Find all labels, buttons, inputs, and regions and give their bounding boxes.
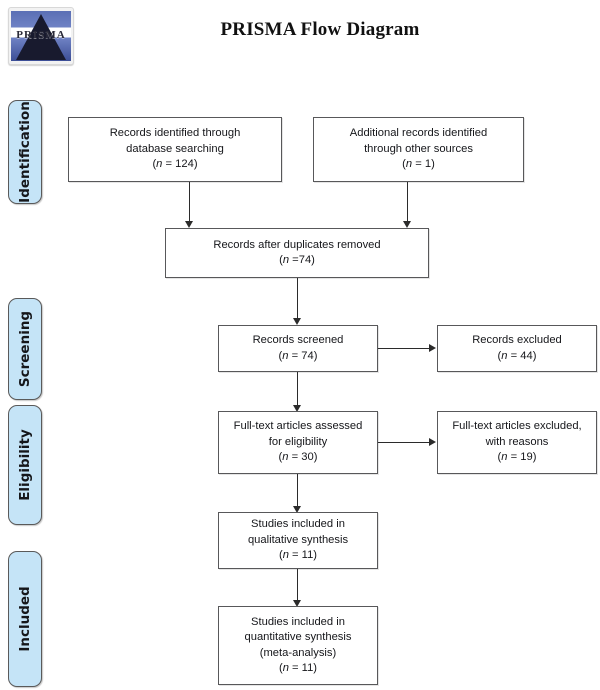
stage-pill-included: Included bbox=[8, 551, 42, 687]
arrowhead-screened-to-excluded bbox=[429, 344, 436, 352]
box-count: (n = 124) bbox=[152, 158, 198, 171]
stage-label-screening: Screening bbox=[17, 310, 33, 388]
box-fulltext-articles-excluded: Full-text articles excluded, with reason… bbox=[437, 411, 597, 474]
arrowhead-screened-to-fulltext bbox=[293, 405, 301, 412]
box-line-1: Studies included in bbox=[251, 615, 345, 628]
box-line-2: through other sources bbox=[364, 142, 473, 155]
box-line-2: quantitative synthesis bbox=[244, 631, 352, 643]
page-title: PRISMA Flow Diagram bbox=[220, 19, 420, 40]
box-line-2: database searching bbox=[126, 142, 224, 155]
count-var-n: n bbox=[282, 549, 289, 562]
connector-screened-to-fulltext bbox=[297, 372, 299, 406]
arrowhead-other-to-duplicates bbox=[403, 221, 411, 228]
count-value: =74) bbox=[289, 254, 315, 266]
box-count: (n = 74) bbox=[278, 349, 318, 362]
logo-wordmark: PRISMA bbox=[16, 29, 66, 41]
box-line-1: Additional records identified bbox=[349, 127, 488, 140]
box-fulltext-articles-assessed: Full-text articles assessed for eligibil… bbox=[218, 411, 378, 474]
stage-pill-eligibility: Eligibility bbox=[8, 405, 42, 525]
box-line-3: (meta-analysis) bbox=[259, 646, 337, 659]
count-var-n: n bbox=[501, 349, 508, 362]
box-records-after-duplicates-removed: Records after duplicates removed (n =74) bbox=[165, 228, 429, 278]
arrowhead-fulltext-to-excluded bbox=[429, 438, 436, 446]
connector-screened-to-excluded bbox=[378, 348, 430, 350]
arrowhead-database-to-duplicates bbox=[185, 221, 193, 228]
connector-other-to-duplicates bbox=[407, 182, 409, 222]
count-value: = 11) bbox=[288, 662, 318, 674]
box-count: (n = 1) bbox=[402, 158, 435, 171]
box-count: (n = 11) bbox=[278, 662, 318, 674]
connector-fulltext-to-qualitative bbox=[297, 474, 299, 507]
count-var-n: n bbox=[282, 254, 290, 266]
count-var-n: n bbox=[405, 158, 413, 171]
box-qualitative-synthesis: Studies included in qualitative synthesi… bbox=[218, 512, 378, 569]
box-line-2: for eligibility bbox=[268, 435, 328, 448]
logo-prism-triangle-icon bbox=[16, 14, 66, 60]
stage-pill-identification: Identification bbox=[8, 100, 42, 204]
box-line-2: qualitative synthesis bbox=[247, 533, 349, 546]
box-line-1: Studies included in bbox=[251, 518, 345, 531]
count-var-n: n bbox=[282, 662, 289, 674]
box-line-1: Records after duplicates removed bbox=[213, 238, 381, 251]
arrowhead-qualitative-to-quantitative bbox=[293, 600, 301, 607]
box-line-1: Full-text articles excluded, bbox=[452, 420, 582, 433]
box-line-2: with reasons bbox=[485, 435, 549, 448]
connector-duplicates-to-screened bbox=[297, 278, 299, 319]
stage-label-included: Included bbox=[17, 586, 33, 652]
count-value: = 11) bbox=[288, 549, 318, 562]
stage-label-identification: Identification bbox=[17, 101, 33, 203]
box-count: (n = 11) bbox=[278, 549, 318, 562]
connector-fulltext-to-excluded bbox=[378, 442, 430, 444]
box-records-screened: Records screened (n = 74) bbox=[218, 325, 378, 372]
box-additional-records-other-sources: Additional records identified through ot… bbox=[313, 117, 524, 182]
box-count: (n = 30) bbox=[278, 451, 318, 464]
box-line-1: Records screened bbox=[252, 334, 344, 346]
count-var-n: n bbox=[156, 158, 163, 171]
count-value: = 44) bbox=[507, 349, 537, 362]
stage-pill-screening: Screening bbox=[8, 298, 42, 400]
count-value: = 19) bbox=[507, 451, 537, 464]
box-count: (n = 44) bbox=[497, 349, 537, 362]
prisma-logo: PRISMA bbox=[8, 7, 74, 65]
connector-database-to-duplicates bbox=[189, 182, 191, 222]
count-value: = 1) bbox=[412, 158, 435, 171]
box-quantitative-synthesis: Studies included in quantitative synthes… bbox=[218, 606, 378, 685]
count-value: = 30) bbox=[288, 451, 318, 464]
box-line-1: Full-text articles assessed bbox=[233, 420, 363, 433]
arrowhead-duplicates-to-screened bbox=[293, 318, 301, 325]
box-records-identified-database: Records identified through database sear… bbox=[68, 117, 282, 182]
stage-label-eligibility: Eligibility bbox=[17, 429, 33, 501]
count-var-n: n bbox=[501, 451, 508, 464]
box-line-1: Records excluded bbox=[472, 334, 562, 346]
box-line-1: Records identified through bbox=[109, 127, 241, 140]
count-value: = 124) bbox=[162, 158, 198, 171]
arrowhead-fulltext-to-qualitative bbox=[293, 506, 301, 513]
box-count: (n = 19) bbox=[497, 451, 537, 464]
count-var-n: n bbox=[282, 349, 289, 362]
box-records-excluded: Records excluded (n = 44) bbox=[437, 325, 597, 372]
count-value: = 74) bbox=[288, 349, 318, 362]
count-var-n: n bbox=[282, 451, 289, 464]
box-count: (n =74) bbox=[279, 254, 315, 266]
connector-qualitative-to-quantitative bbox=[297, 569, 299, 601]
